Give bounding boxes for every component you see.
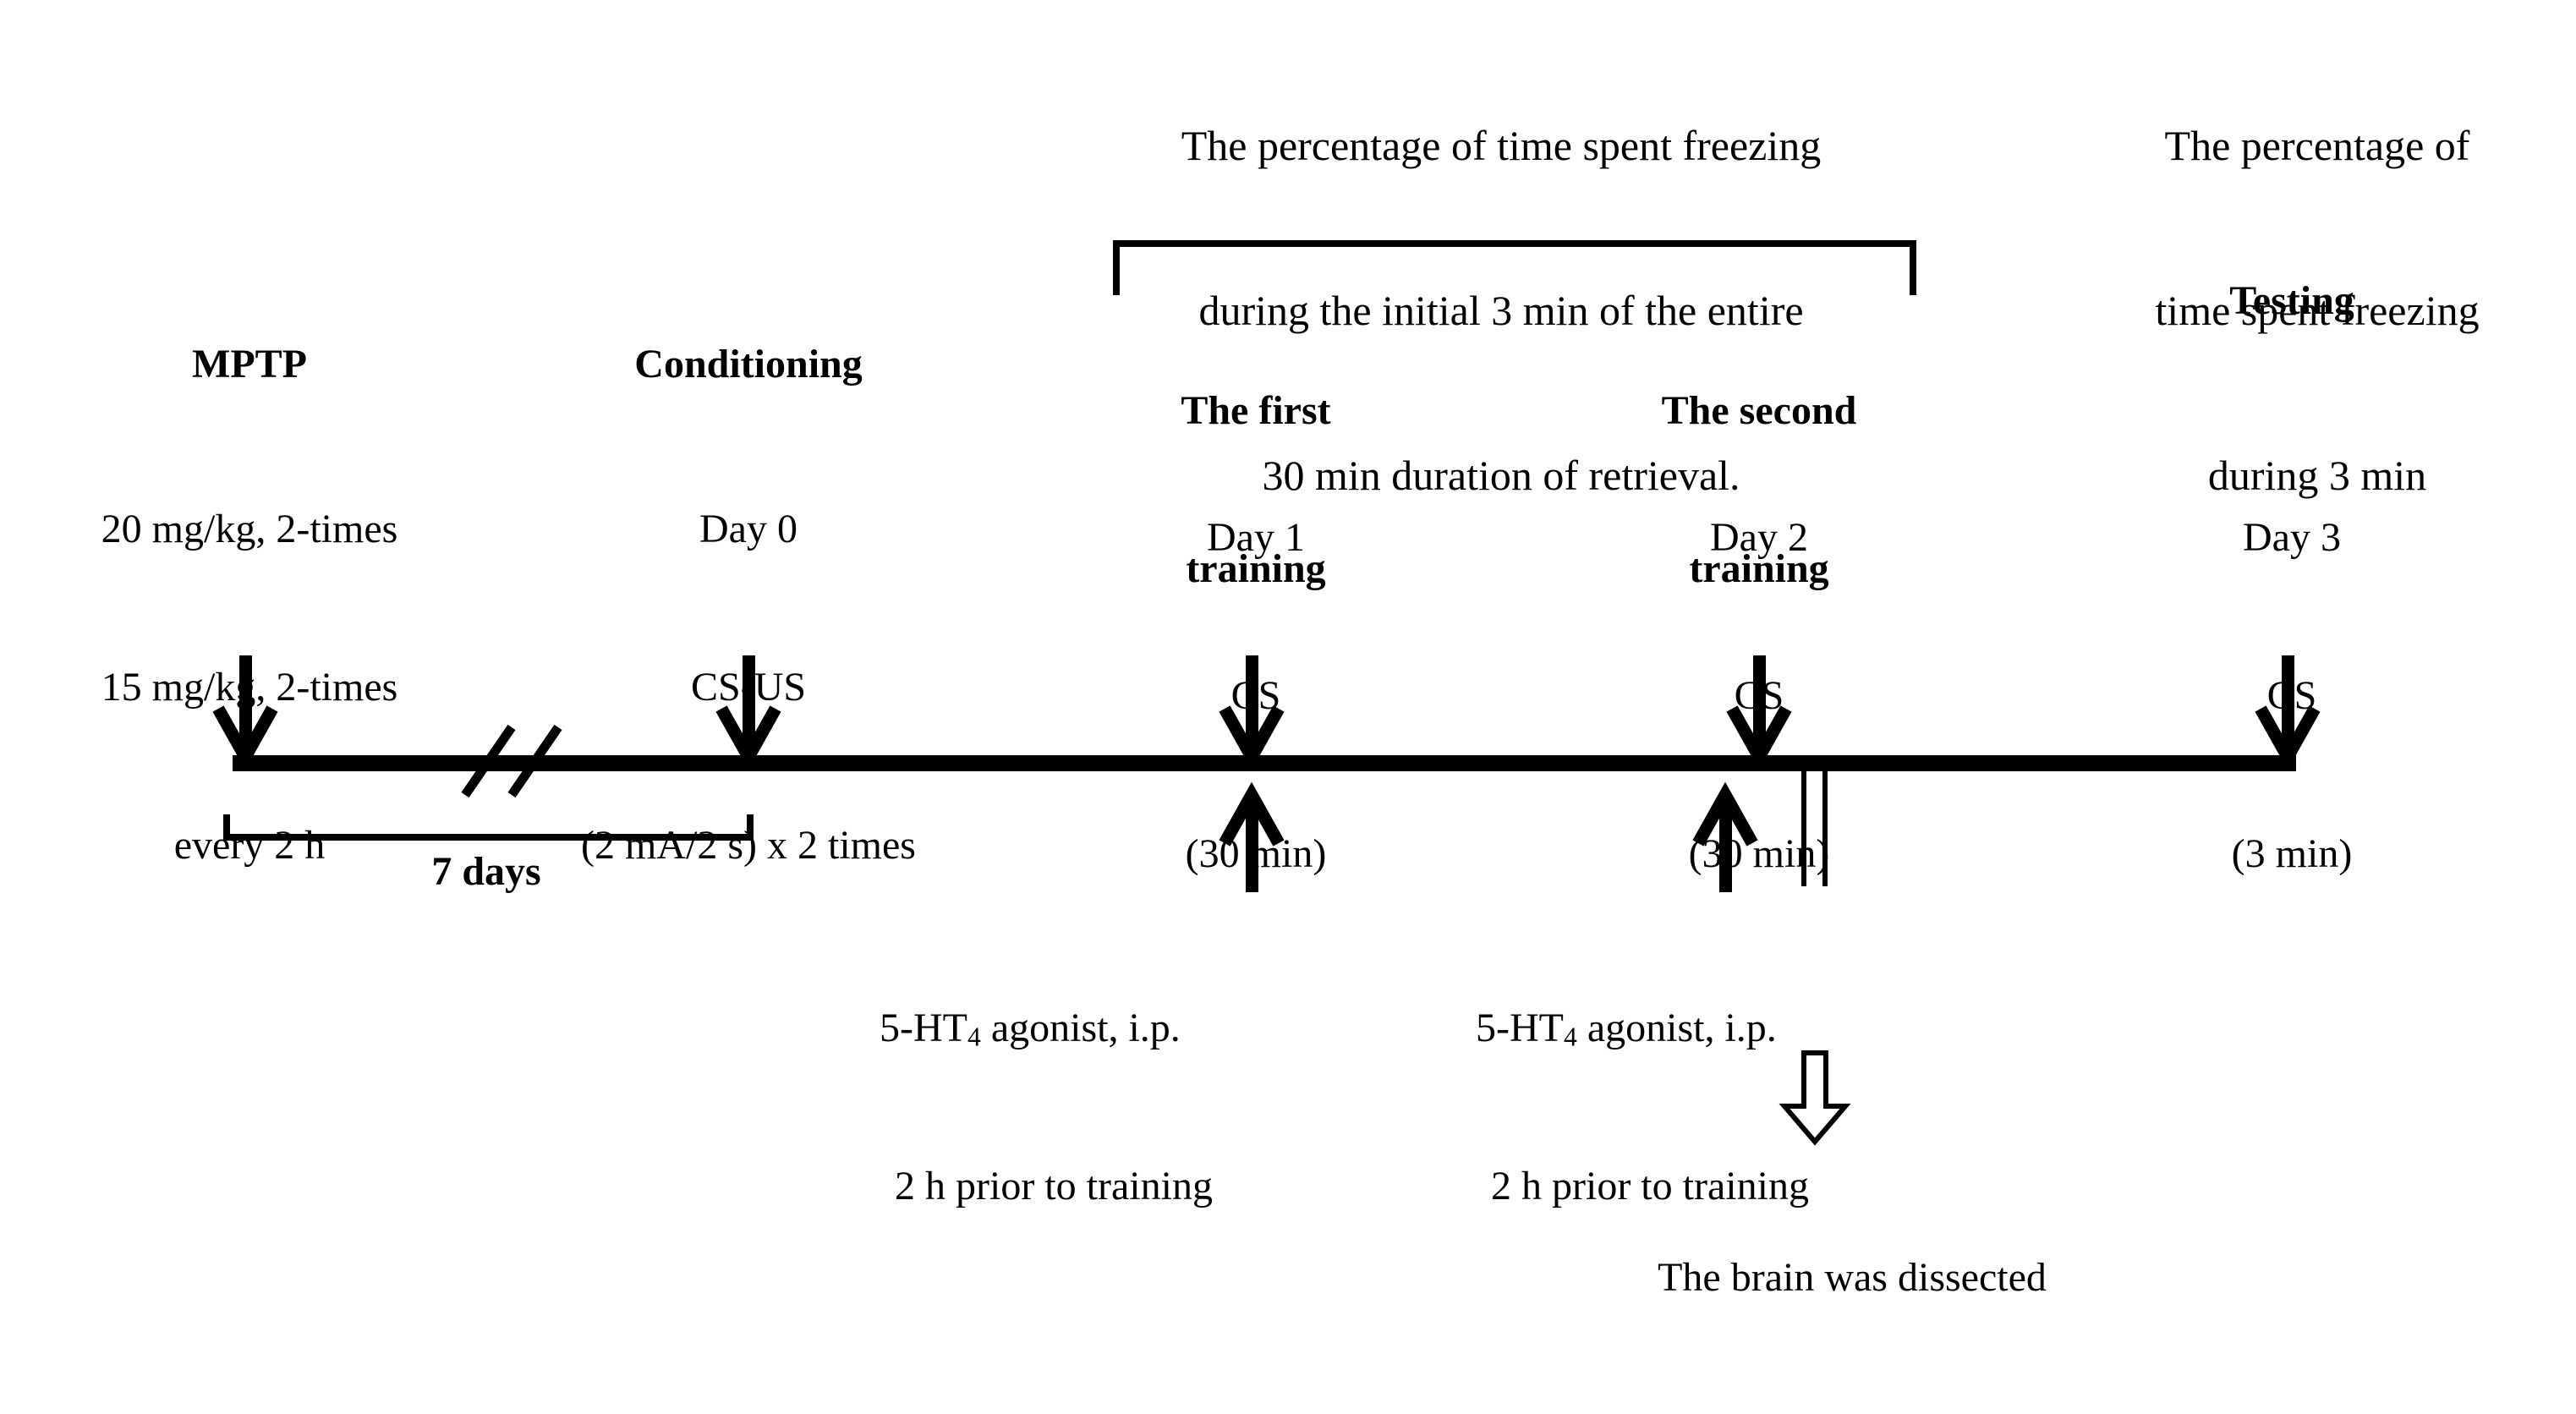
dissection-note: The brain was dissected after the second…	[1505, 1146, 2199, 1414]
dissection-note-line2: after the second training.	[1505, 1410, 2199, 1414]
event-second-training-line1: Day 2	[1710, 514, 1808, 560]
event-second-training-heading: The second training	[1590, 279, 1928, 701]
dissection-note-line1: The brain was dissected	[1658, 1254, 2047, 1300]
annotation-freezing-testing-line1: The percentage of	[2164, 122, 2470, 169]
event-second-training-heading-line1: The second	[1661, 387, 1857, 433]
event-testing-line1: Day 3	[2243, 514, 2341, 560]
interval-bracket-label: 7 days	[431, 849, 541, 894]
annotation-freezing-testing-line2: time spent freezing	[2155, 287, 2480, 334]
event-mptp-heading: MPTP	[192, 342, 307, 386]
drug-note-second-line1-post: agonist, i.p.	[1576, 1005, 1777, 1050]
event-first-training-heading-line2: training	[1186, 545, 1326, 591]
event-conditioning-line2: CS-US	[690, 664, 807, 710]
event-first-training-line3: (30 min)	[1185, 831, 1327, 877]
drug-note-first-line2: 2 h prior to training	[895, 1163, 1213, 1208]
annotation-freezing-initial: The percentage of time spent freezing du…	[1002, 8, 2000, 613]
drug-note-first-training: 5-HT4 agonist, i.p. 2 h prior to trainin…	[880, 896, 1438, 1318]
event-mptp-line2: 15 mg/kg, 2-times	[101, 664, 398, 710]
drug-note-first-line1: 5-HT4 agonist, i.p.	[880, 1002, 1438, 1055]
event-first-training-heading-line1: The first	[1181, 387, 1331, 433]
event-second-training-heading-line2: training	[1689, 545, 1829, 591]
event-first-training-line1: Day 1	[1207, 514, 1305, 560]
drug-note-second-line1-subscript: 4	[1563, 1022, 1577, 1052]
event-testing-heading: Testing	[2229, 278, 2354, 323]
drug-note-second-line2: 2 h prior to training	[1491, 1163, 1809, 1208]
event-testing-line3: (3 min)	[2231, 831, 2353, 877]
drug-note-first-line1-post: agonist, i.p.	[980, 1005, 1181, 1050]
drug-note-second-line1: 5-HT4 agonist, i.p.	[1476, 1002, 2034, 1055]
event-testing-details: Day 3 CS (3 min)	[2140, 406, 2444, 986]
event-mptp-line1: 20 mg/kg, 2-times	[101, 506, 398, 551]
drug-note-second-training: 5-HT4 agonist, i.p. 2 h prior to trainin…	[1476, 896, 2034, 1318]
event-first-training-line2: CS	[1230, 672, 1281, 718]
event-second-training-line3: (30 min)	[1688, 831, 1830, 877]
drug-note-first-line1-subscript: 4	[967, 1022, 981, 1052]
event-first-training-heading: The first training	[1099, 279, 1412, 701]
annotation-freezing-testing-line3: during 3 min	[2207, 452, 2427, 499]
annotation-freezing-testing: The percentage of time spent freezing du…	[2064, 8, 2571, 613]
annotation-freezing-initial-line1: The percentage of time spent freezing	[1181, 122, 1822, 169]
drug-note-second-line1-pre: 5-HT	[1476, 1005, 1564, 1050]
drug-note-first-line1-pre: 5-HT	[880, 1005, 967, 1050]
annotation-freezing-initial-line3: 30 min duration of retrieval.	[1262, 452, 1740, 499]
event-conditioning-line1: Day 0	[699, 506, 797, 551]
event-testing-line2: CS	[2266, 672, 2317, 718]
event-second-training-line2: CS	[1734, 672, 1784, 718]
event-conditioning-heading: Conditioning	[634, 342, 863, 386]
